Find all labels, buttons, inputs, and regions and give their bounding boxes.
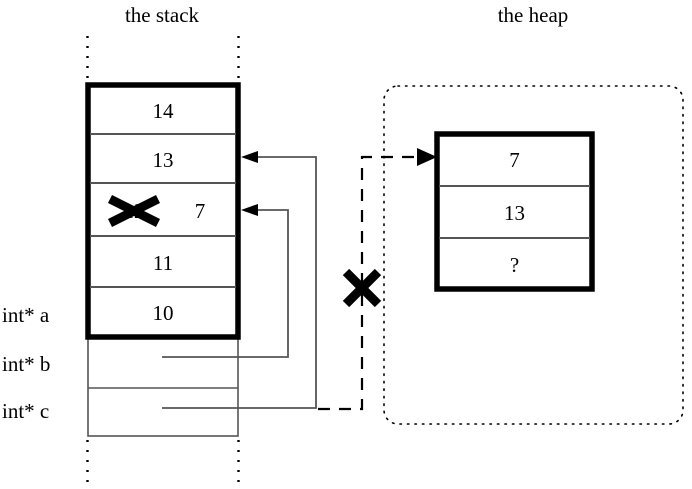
strikeout-x-icon xyxy=(107,194,161,228)
heap-cell-value-1: 13 xyxy=(504,201,525,225)
invalid-pointer-x-icon xyxy=(342,268,382,308)
stack-slot-label-a: int* a xyxy=(2,303,50,327)
stack-slot-label-c: int* c xyxy=(2,399,50,423)
stack-pointer-cells-outline xyxy=(87,336,239,437)
stack-cell-value-4: 10 xyxy=(152,301,174,325)
heap-cell-value-0: 7 xyxy=(509,148,520,172)
pointer-c-to-stack-cell xyxy=(162,151,317,409)
stack-title: the stack xyxy=(124,3,200,27)
stack-cell-value-3: 11 xyxy=(152,251,174,275)
heap-title: the heap xyxy=(497,3,569,27)
pointer-b-to-stack-cell xyxy=(162,204,289,358)
stack-frame-outline xyxy=(85,82,241,340)
stack-cell-value-2-new: 7 xyxy=(194,199,206,223)
stack-cell-value-2-old: 12 xyxy=(123,199,145,223)
heap-region-boundary xyxy=(383,85,684,425)
heap-cell-value-2: ? xyxy=(509,253,520,277)
stack-cell-value-0: 14 xyxy=(152,99,174,123)
stack-cell-value-1: 13 xyxy=(152,148,174,172)
stack-slot-label-b: int* b xyxy=(2,352,51,376)
heap-block-outline xyxy=(434,131,595,292)
